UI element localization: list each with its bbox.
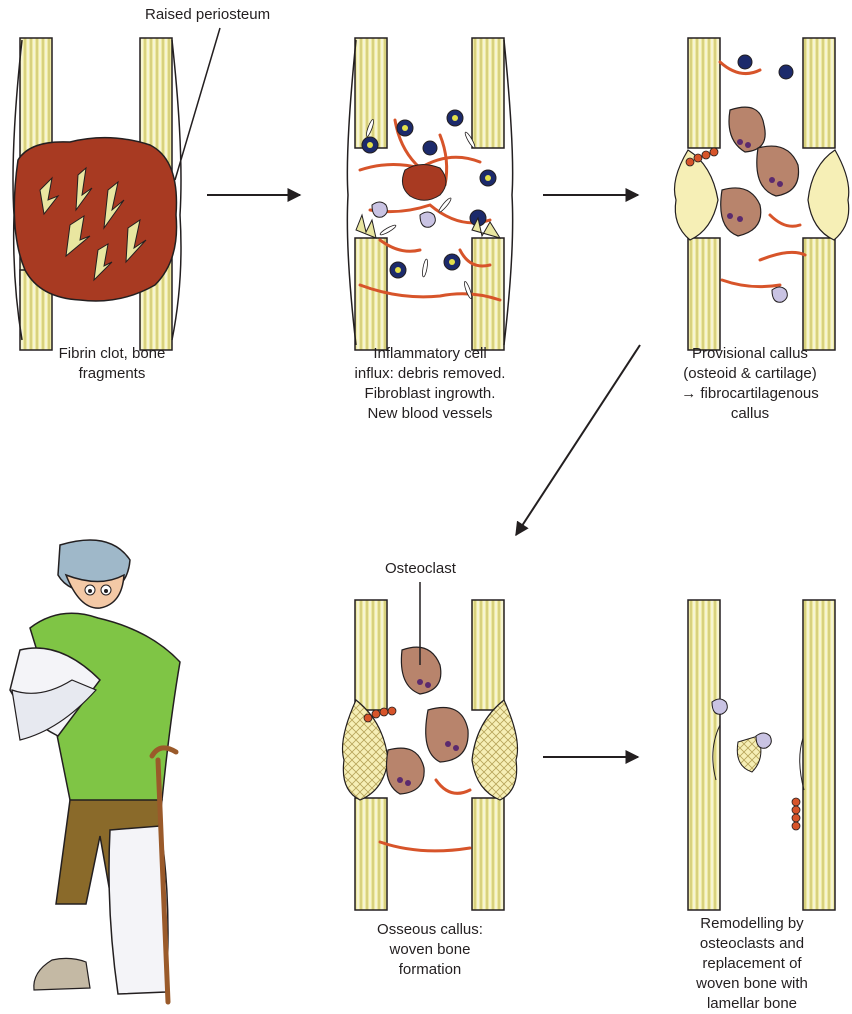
stage-1-caption: Fibrin clot, bone fragments	[14, 344, 210, 384]
leg-cast	[109, 826, 168, 994]
stage-2-caption: Inflammatory cell influx: debris removed…	[320, 344, 540, 424]
osteoclast-label: Osteoclast	[385, 559, 456, 579]
raised-periosteum-leader	[175, 28, 220, 180]
raised-periosteum-label: Raised periosteum	[145, 5, 270, 25]
stage-4-illustration	[343, 600, 518, 910]
stage-5-illustration	[688, 600, 835, 910]
cartilage-callus	[675, 150, 719, 240]
stage-4-caption: Osseous callus: woven bone formation	[330, 920, 530, 980]
patient-illustration	[10, 540, 180, 1002]
cartilage-callus	[808, 150, 849, 240]
osteoclast-cells	[387, 647, 469, 794]
residual-clot	[402, 164, 446, 200]
stage-5-caption: Remodelling by osteoclasts and replaceme…	[662, 914, 842, 1014]
stage-2-illustration	[347, 38, 512, 350]
stage-3-illustration	[675, 38, 849, 350]
stage-1-illustration	[13, 38, 181, 350]
stage-3-caption: Provisional callus (osteoid & cartilage)…	[652, 344, 848, 424]
woven-bone-callus	[472, 700, 518, 800]
